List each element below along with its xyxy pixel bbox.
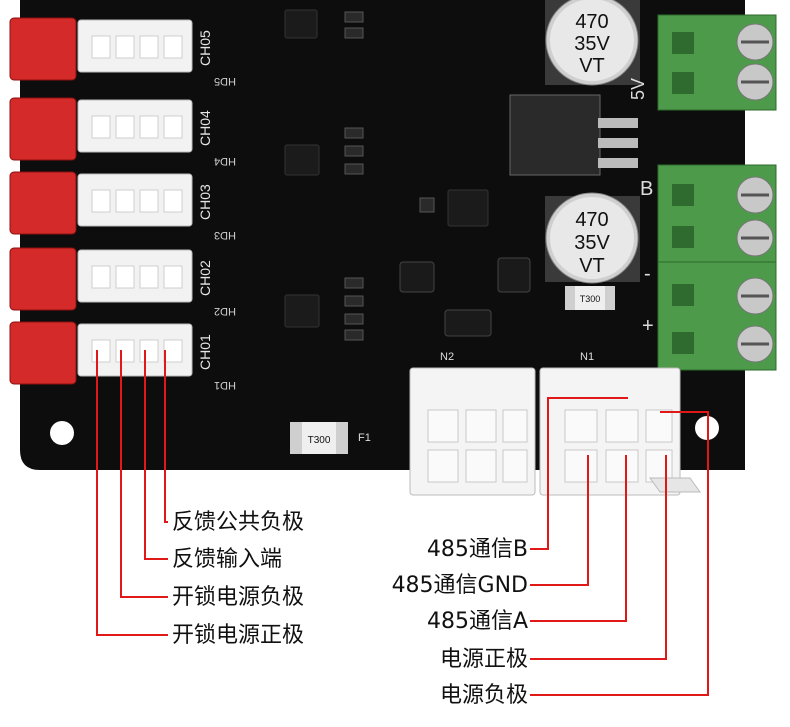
callout-unlock-power-negative: 开锁电源负极 [172,585,305,610]
capacitor-bottom-line3: VT [579,255,605,277]
voltage-regulator [509,94,601,176]
channel-hd-hd5: HD5 [214,75,236,87]
callout-power-positive: 电源正极 [439,647,528,672]
chip-q3 [284,9,318,39]
channel-silk-ch05: CH05 [197,30,213,66]
terminal-mark-minus: - [644,263,651,285]
fuse-f1-label: F1 [358,432,371,444]
callout-line-feedback-common-negative [164,350,168,523]
connector-n2: N2 [409,351,536,496]
callout-line-feedback-input [144,350,168,560]
callout-feedback-input: 反馈输入端 [172,547,283,572]
channel-hd-hd2: HD2 [214,305,236,317]
fuse-f1: T300 F1 [290,422,371,454]
callout-485-gnd: 485通信GND [391,573,528,598]
channel-silk-ch01: CH01 [197,334,213,370]
callout-line-power-negative [530,411,709,696]
diode-d2 [497,257,531,293]
terminal-mark-plus: + [642,315,654,337]
connector-n2-label: N2 [440,351,454,363]
channel-silk-ch03: CH03 [197,184,213,220]
chip-q2 [284,144,320,176]
callout-485-a: 485通信A [426,609,528,634]
capacitor-top-line2: 35V [574,33,610,55]
chip-q1 [284,294,320,328]
connector-n1-label: N1 [580,351,594,363]
channel-silk-ch04: CH04 [197,110,213,146]
channel-hd-hd4: HD4 [214,155,236,167]
callout-line-485-a [530,455,627,622]
terminal-block-top [657,14,777,111]
channel-hd-hd1: HD1 [214,379,236,391]
callout-line-unlock-power-positive [96,350,168,636]
fuse-2-text: T300 [580,294,601,304]
chip-u3 [447,189,489,227]
capacitor-bottom-line2: 35V [574,232,610,254]
callout-line-unlock-power-negative [120,350,168,598]
callout-feedback-common-negative: 反馈公共负极 [172,510,305,535]
terminal-mark-5v: 5V [628,78,648,100]
connector-n1: N1 [539,351,701,496]
callout-power-negative: 电源负极 [439,683,528,708]
diode-d4 [399,261,435,293]
terminal-mark-b: B [640,178,653,200]
capacitor-top: 470 35V VT [545,0,640,86]
terminal-block-middle [657,164,777,266]
terminal-block-bottom [657,261,777,371]
capacitor-top-line1: 470 [575,11,608,33]
capacitor-top-line3: VT [579,55,605,77]
fuse-f1-text: T300 [308,435,331,446]
callout-line-485-gnd [530,455,589,586]
callout-line-485-b [530,397,628,550]
channel-silk-ch02: CH02 [197,260,213,296]
mounting-hole-left [50,421,74,445]
fuse-2: T300 [565,286,615,310]
capacitor-bottom: 470 35V VT [545,192,640,284]
callout-485-b: 485通信B [426,537,528,562]
callout-unlock-power-positive: 开锁电源正极 [172,623,305,648]
diode-d3 [444,309,492,337]
channel-hd-hd3: HD3 [214,229,236,241]
callout-line-power-positive [530,455,667,660]
capacitor-bottom-line1: 470 [575,209,608,231]
